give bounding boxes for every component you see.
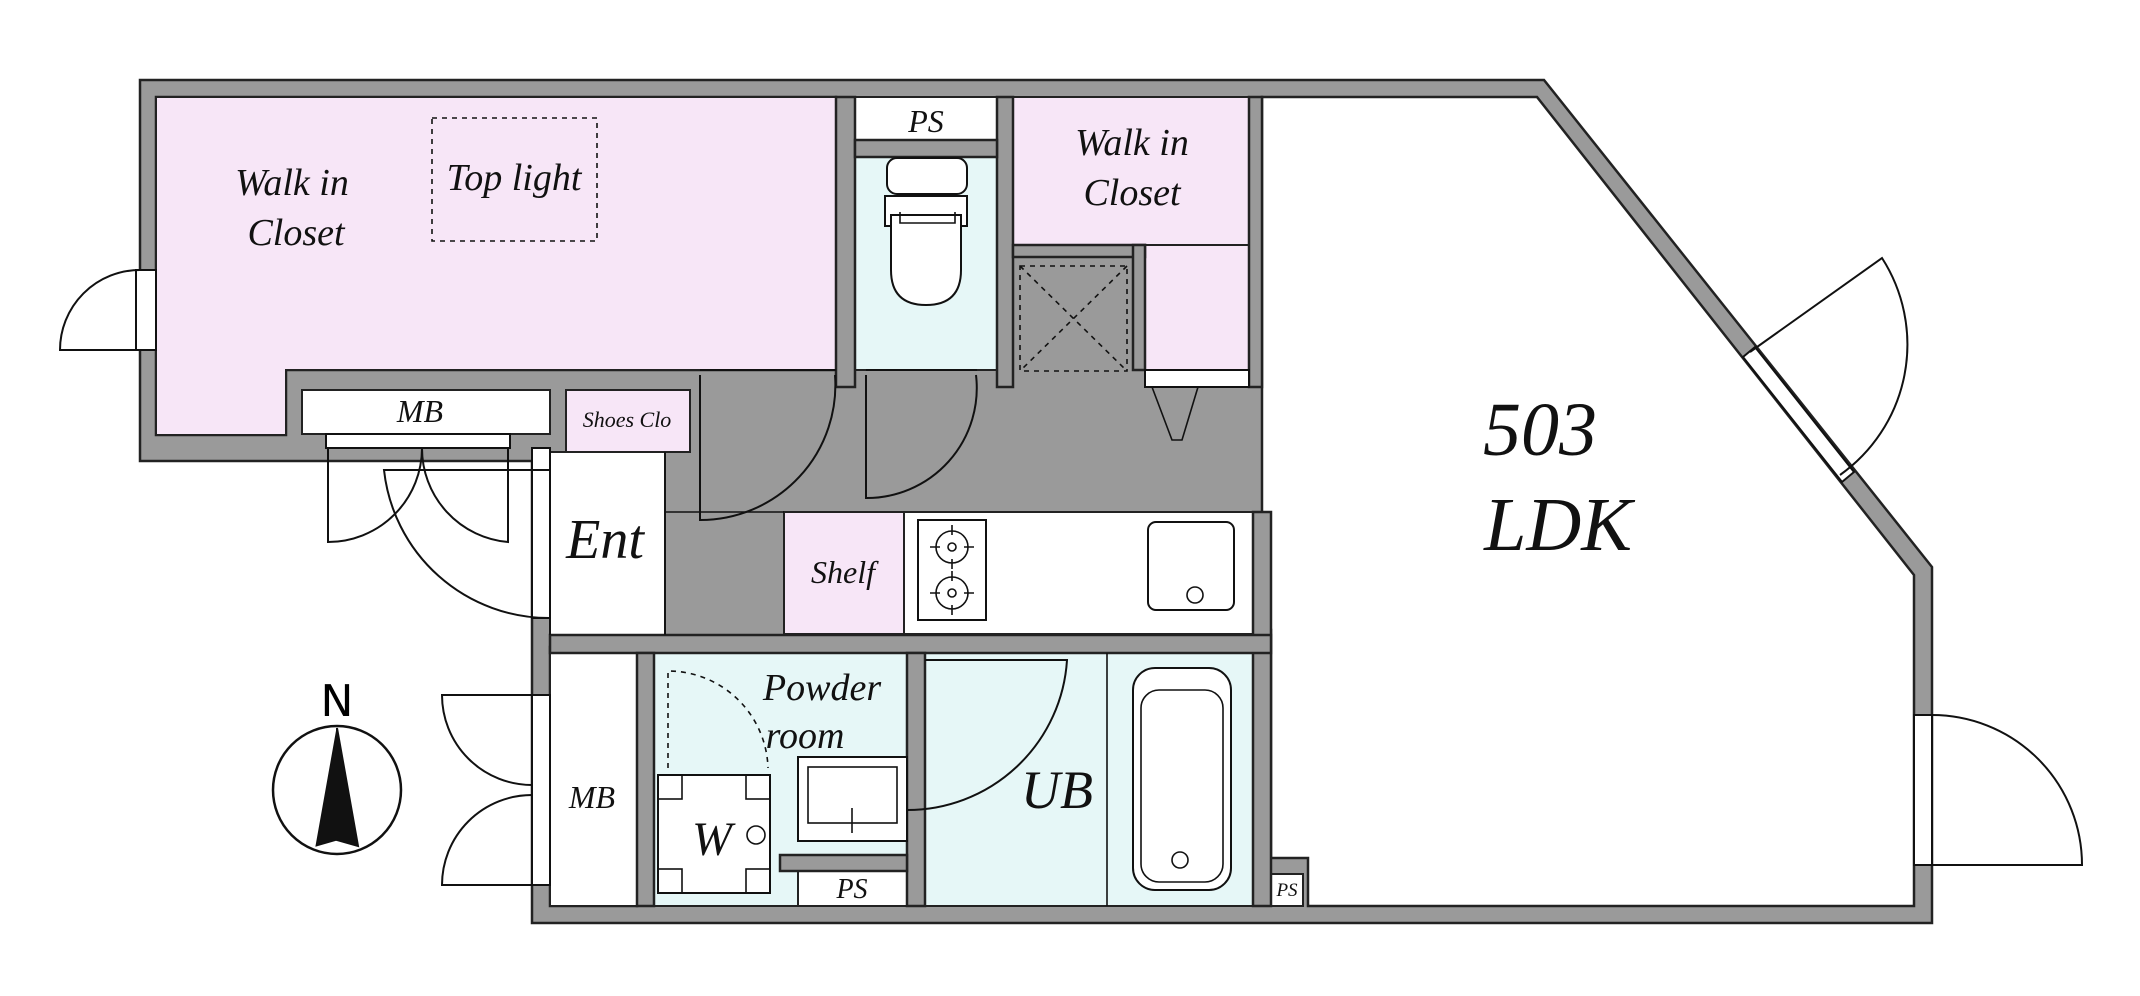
ub-door-swing [906, 659, 1069, 812]
unit-number-label: 503 [1483, 388, 1597, 472]
ps-bottom-label: PS [835, 874, 867, 905]
mb-left-box [549, 652, 638, 907]
door-closet-small[interactable] [1144, 369, 1250, 441]
powder-room-label-1: Powder [762, 667, 881, 709]
compass-n-label: N [321, 676, 354, 727]
ps-bottom-box [797, 870, 908, 907]
washbasin [797, 756, 908, 842]
stove-burners [917, 519, 987, 621]
door-toilet[interactable] [865, 369, 978, 500]
top-light-outline [431, 117, 598, 242]
ps-top-label: PS [907, 103, 944, 139]
top-light-label: Top light [447, 157, 583, 199]
walk-in-closet-small-label-1: Walk in [1075, 122, 1189, 164]
walk-in-closet-large-label-2: Closet [247, 212, 346, 254]
partition-wall [1251, 510, 1273, 908]
partition-wall [1247, 95, 1264, 389]
door-mb-left-double[interactable] [440, 694, 551, 886]
ps-small-box [1270, 873, 1304, 907]
door-ldk-balcony[interactable] [1741, 256, 1909, 484]
mb-left-label: MB [568, 779, 615, 815]
shelf-box [783, 511, 905, 635]
bathtub [1132, 667, 1232, 891]
mb-top-box [301, 389, 551, 435]
shaft-box [1019, 265, 1128, 372]
ps-small-label: PS [1275, 880, 1298, 901]
door-closet-large[interactable] [699, 369, 837, 522]
unit-bath-label: UB [1021, 760, 1093, 820]
partition-wall [995, 95, 1015, 389]
partition-wall [548, 633, 1273, 655]
partition-wall [1131, 243, 1147, 372]
partition-wall [778, 853, 909, 873]
shoes-closet-box [565, 389, 691, 453]
north-compass: N [271, 676, 403, 856]
walk-in-closet-small-lower [1144, 244, 1250, 371]
partition-wall [834, 95, 857, 389]
partition-wall [905, 651, 927, 908]
powder-door-swing [667, 670, 769, 769]
partition-wall [1011, 243, 1147, 259]
washer [657, 774, 771, 894]
partition-wall [853, 138, 999, 159]
walk-in-closet-large-label-1: Walk in [235, 162, 349, 204]
door-entrance-main[interactable] [382, 447, 551, 620]
partition-wall [635, 651, 656, 908]
mb-top-label: MB [396, 393, 443, 429]
kitchen-sink [1147, 521, 1235, 611]
walk-in-closet-small-upper [1012, 96, 1250, 246]
washer-label: W [692, 813, 736, 866]
shelf-label: Shelf [811, 554, 879, 590]
unit-type-label: LDK [1483, 483, 1635, 567]
walk-in-closet-small-label-2: Closet [1083, 172, 1182, 214]
shoes-closet-label: Shoes Clo [583, 407, 672, 432]
toilet-fixture [884, 157, 968, 307]
door-entrance-double[interactable] [325, 433, 511, 544]
entrance-label: Ent [565, 509, 645, 571]
powder-room-label-2: room [766, 715, 845, 757]
door-closet-left[interactable] [58, 269, 157, 351]
door-ldk-right[interactable] [1913, 714, 2084, 866]
